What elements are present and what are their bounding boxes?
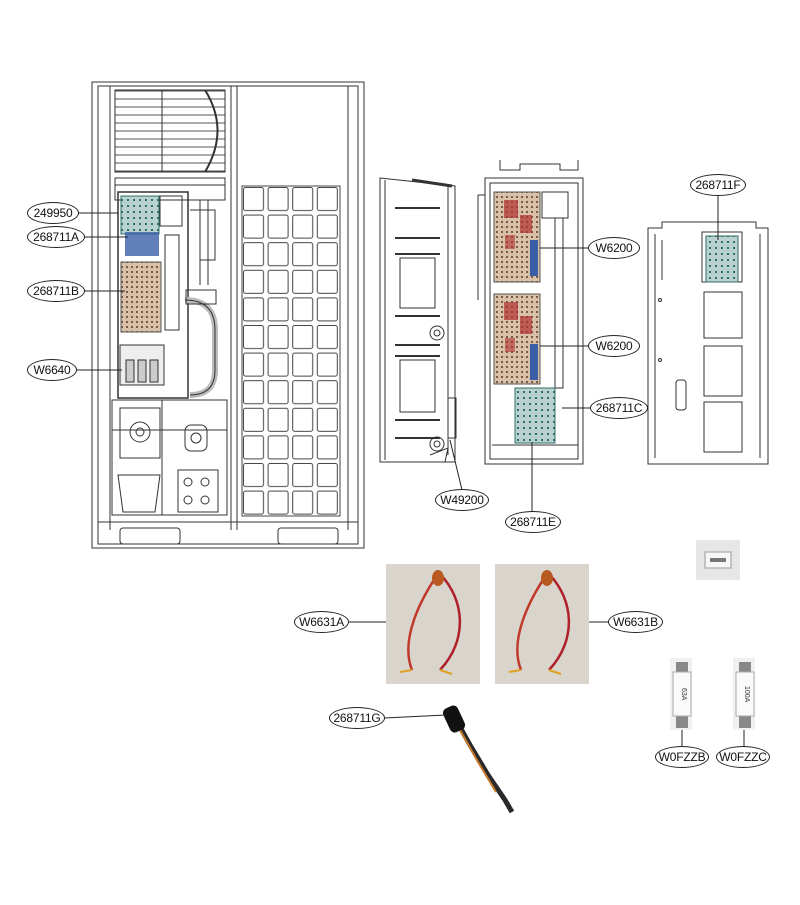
callout-268711a: 268711A [27,226,85,248]
callout-249950: 249950 [27,202,79,224]
leader-lines [76,195,745,747]
callout-w0fzzc: W0FZZC [716,746,770,768]
callout-w0fzzb: W0FZZB [655,746,709,768]
part-bag-photo [696,540,740,580]
pcb-268711f [705,235,739,283]
callout-268711g: 268711G [329,707,385,729]
callout-268711e: 268711E [505,511,561,533]
callout-w6200-bottom: W6200 [588,335,640,357]
callout-268711c: 268711C [590,397,648,419]
fuse-rating-b: 63A [680,688,687,701]
outdoor-unit-pcbs [119,195,183,386]
callout-w6640: W6640 [27,359,77,381]
fuse-photo-b [670,658,692,730]
fuse-rating-c: 100A [743,686,750,703]
callout-w49200: W49200 [435,489,489,511]
callout-w6200-top: W6200 [588,237,640,259]
wire-photo-a [386,564,480,684]
control-box-pcbs [493,191,556,444]
outdoor-unit-drawing [91,81,365,549]
sensor-photo [442,705,515,814]
side-panel-drawing [379,177,457,463]
fuse-photo-c [733,658,755,730]
callout-268711f: 268711F [690,174,746,196]
callout-w6631a: W6631A [294,611,349,633]
callout-w6631b: W6631B [608,611,663,633]
control-box-drawing [477,160,584,465]
callout-268711b: 268711B [27,280,85,302]
wire-photo-b [495,564,589,684]
